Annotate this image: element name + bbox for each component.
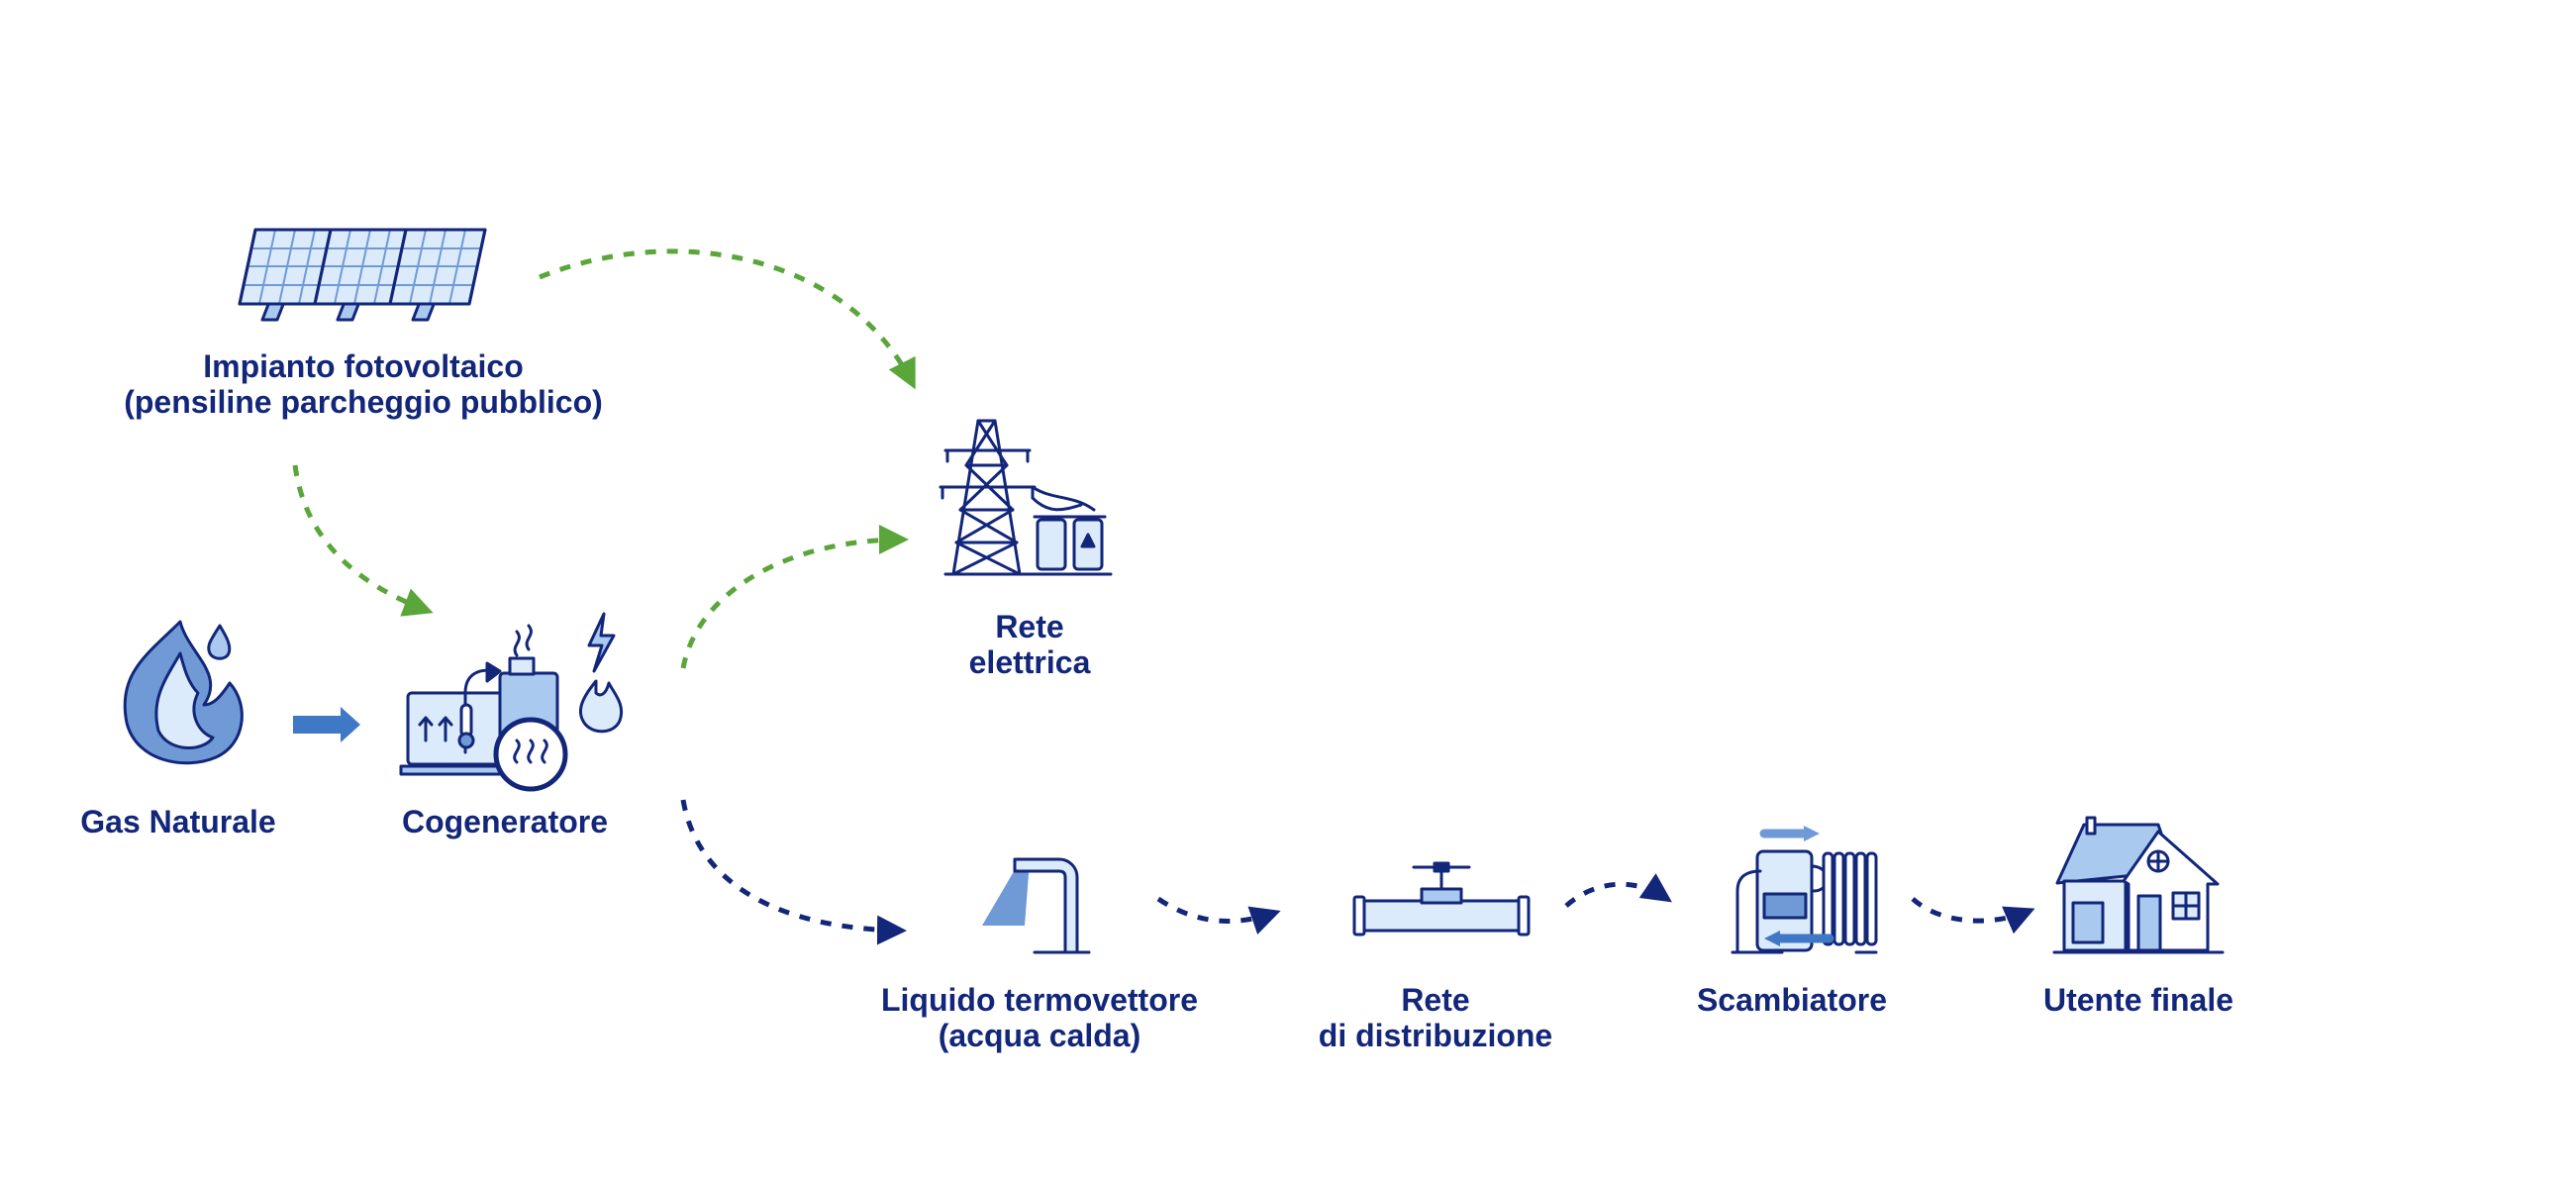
exchanger-label: Scambiatore <box>1653 982 1931 1018</box>
gas-flame-icon <box>123 620 244 765</box>
pv-label: Impianto fotovoltaico (pensiline parcheg… <box>86 348 641 420</box>
edge-exchanger-to-user <box>1911 897 2035 935</box>
gas-label: Gas Naturale <box>40 804 317 839</box>
exchanger-label-line1: Scambiatore <box>1696 982 1888 1018</box>
gas-label-line1: Gas Naturale <box>80 804 276 839</box>
house-icon <box>2052 816 2225 954</box>
pv-label-line1: Impianto fotovoltaico <box>203 348 524 384</box>
solar-panel-icon <box>238 228 487 322</box>
pv-label-line2: (pensiline parcheggio pubblico) <box>124 384 603 420</box>
network-label: Rete di distribuzione <box>1277 982 1594 1053</box>
network-label-line2: di distribuzione <box>1318 1018 1553 1053</box>
cogen-label: Cogeneratore <box>356 804 653 839</box>
fluid-label-line1: Liquido termovettore <box>880 982 1198 1018</box>
edge-cogen-to-fluid <box>680 799 907 945</box>
grid-label: Rete elettrica <box>871 609 1188 680</box>
fluid-label-line2: (acqua calda) <box>938 1018 1141 1053</box>
cogen-label-line1: Cogeneratore <box>401 804 609 839</box>
edge-cogen-to-grid <box>680 525 909 669</box>
edge-fluid-to-network <box>1156 896 1281 935</box>
tap-icon <box>982 857 1091 954</box>
edge-pv-to-cogen <box>292 464 434 617</box>
network-label-line1: Rete <box>1401 982 1470 1018</box>
grid-label-line1: Rete <box>995 609 1064 644</box>
cogenerator-icon <box>399 612 624 792</box>
user-label-line1: Utente finale <box>2042 982 2234 1018</box>
heat-exchanger-icon <box>1731 826 1878 954</box>
grid-label-line2: elettrica <box>968 644 1091 680</box>
edge-gas-to-cogen-head <box>341 707 360 742</box>
user-label: Utente finale <box>2000 982 2277 1018</box>
power-pylon-icon <box>939 419 1113 576</box>
edge-network-to-exchanger <box>1564 873 1672 908</box>
fluid-label: Liquido termovettore (acqua calda) <box>851 982 1228 1053</box>
pipe-valve-icon <box>1352 861 1531 937</box>
